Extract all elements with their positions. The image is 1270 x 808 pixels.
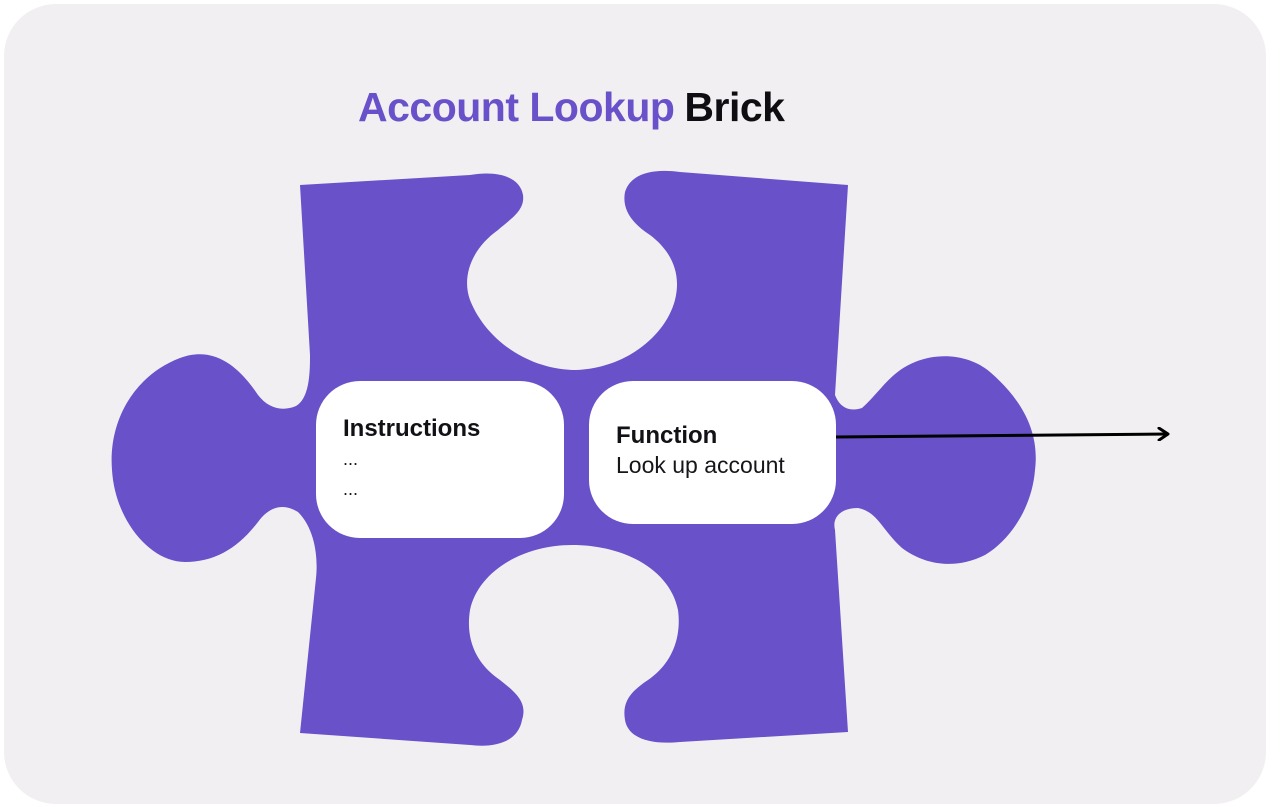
- function-card-description: Look up account: [616, 452, 785, 478]
- title-rest-text: Brick: [684, 84, 785, 130]
- instructions-line-2: ...: [343, 479, 359, 499]
- function-card: Function Look up account: [589, 381, 836, 524]
- title-accent-text: Account Lookup: [358, 84, 675, 130]
- instructions-card-title: Instructions: [343, 415, 481, 442]
- output-arrow: [835, 434, 1168, 437]
- instructions-card: Instructions ... ...: [316, 381, 564, 538]
- puzzle-piece-icon: [111, 170, 1036, 746]
- function-card-title: Function: [616, 422, 718, 449]
- instructions-line-1: ...: [343, 449, 359, 469]
